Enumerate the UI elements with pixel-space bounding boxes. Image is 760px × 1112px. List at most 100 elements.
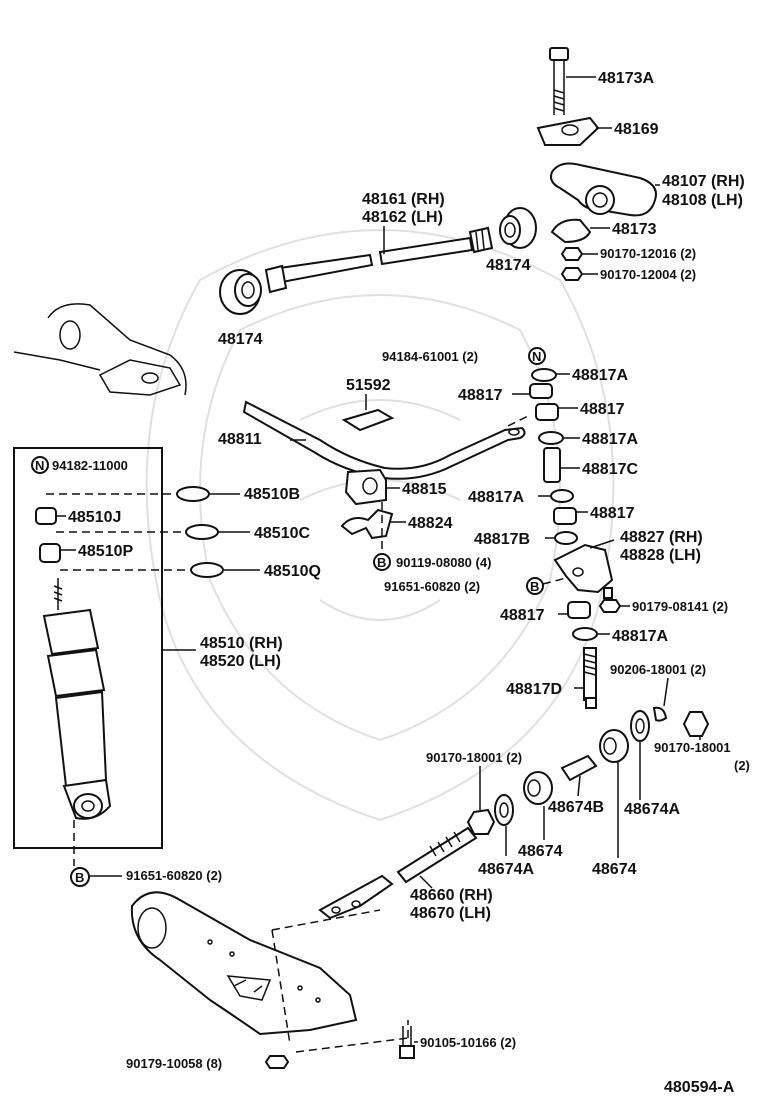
label-48173: 48173 bbox=[612, 221, 657, 238]
bushing-48817-2 bbox=[535, 403, 559, 421]
label-48510B: 48510B bbox=[244, 486, 300, 503]
label-48174-left: 48174 bbox=[218, 331, 263, 348]
watermark-emblem bbox=[145, 229, 615, 822]
bushing-48815 bbox=[344, 468, 387, 506]
cushion-48510C bbox=[185, 524, 219, 540]
label-48817B: 48817B bbox=[474, 531, 530, 548]
svg-text:N: N bbox=[35, 458, 44, 473]
bracket-48824 bbox=[340, 508, 394, 540]
bushing-48510P bbox=[39, 543, 61, 563]
retainer-48674A-left bbox=[494, 794, 514, 826]
bolt-48173 bbox=[550, 218, 592, 244]
label-48510: 48510 (RH) bbox=[200, 635, 283, 652]
label-90170-18001-left: 90170-18001 (2) bbox=[426, 750, 522, 765]
torsion-bar-48161 bbox=[264, 226, 494, 294]
label-48670: 48670 (LH) bbox=[410, 905, 491, 922]
b-mark-91651-a: B bbox=[526, 577, 544, 595]
collar-48817C bbox=[543, 447, 561, 483]
label-48817A-4: 48817A bbox=[612, 628, 668, 645]
b-mark-91651-b: B bbox=[70, 867, 90, 887]
plate-51592 bbox=[341, 408, 395, 432]
label-90170-12004: 90170-12004 (2) bbox=[600, 267, 696, 282]
washer-90206 bbox=[652, 706, 668, 722]
seal-48174-top bbox=[499, 207, 537, 249]
label-48510Q: 48510Q bbox=[264, 563, 321, 580]
label-91651-a: 91651-60820 (2) bbox=[384, 579, 480, 594]
label-48817-1: 48817 bbox=[458, 387, 503, 404]
bushing-48817-4 bbox=[567, 601, 591, 619]
label-48520: 48520 (LH) bbox=[200, 653, 281, 670]
bushing-48674-middle bbox=[523, 771, 553, 805]
frame-bracket bbox=[13, 303, 187, 396]
label-48162: 48162 (LH) bbox=[362, 209, 443, 226]
bolt-90105 bbox=[399, 1026, 415, 1059]
bushing-48674-right bbox=[599, 729, 629, 763]
bushing-48817-3 bbox=[553, 507, 577, 525]
b-mark-90119: B bbox=[373, 553, 391, 571]
bolt-48173A bbox=[549, 47, 569, 115]
label-90170-18001-right-qty: (2) bbox=[734, 758, 750, 773]
collar-48674B bbox=[560, 754, 598, 782]
svg-text:B: B bbox=[530, 579, 539, 594]
nut-90179-10058 bbox=[264, 1055, 290, 1069]
label-48827: 48827 (RH) bbox=[620, 529, 703, 546]
lower-arm bbox=[130, 891, 358, 1036]
label-48108: 48108 (LH) bbox=[662, 192, 743, 209]
label-51592: 51592 bbox=[346, 377, 391, 394]
svg-text:B: B bbox=[75, 870, 84, 885]
cushion-48817A-4 bbox=[572, 627, 598, 641]
label-48510J: 48510J bbox=[68, 509, 121, 526]
svg-text:B: B bbox=[377, 555, 386, 570]
shock-absorber-48510 bbox=[42, 578, 112, 820]
label-90170-12016: 90170-12016 (2) bbox=[600, 246, 696, 261]
label-48161: 48161 (RH) bbox=[362, 191, 445, 208]
label-48817D: 48817D bbox=[506, 681, 562, 698]
label-48674B: 48674B bbox=[548, 799, 604, 816]
n-mark-94184: N bbox=[528, 347, 546, 365]
retainer-48817B bbox=[554, 531, 578, 545]
label-48817A-2: 48817A bbox=[582, 431, 638, 448]
nut-90170-12016 bbox=[560, 247, 584, 261]
label-48173A: 48173A bbox=[598, 70, 654, 87]
bushing-48817-1 bbox=[529, 383, 553, 399]
label-48817-4: 48817 bbox=[500, 607, 545, 624]
shock-absorber-group-box bbox=[13, 447, 163, 849]
label-48510P: 48510P bbox=[78, 543, 133, 560]
label-48817C: 48817C bbox=[582, 461, 638, 478]
svg-text:N: N bbox=[532, 349, 541, 364]
label-48674A-right: 48674A bbox=[624, 801, 680, 818]
seal-48174-left bbox=[219, 269, 262, 315]
label-48817-2: 48817 bbox=[580, 401, 625, 418]
label-48660: 48660 (RH) bbox=[410, 887, 493, 904]
label-48811: 48811 bbox=[218, 431, 262, 448]
label-48824: 48824 bbox=[408, 515, 453, 532]
label-90170-18001-right: 90170-18001 bbox=[654, 740, 731, 755]
label-48674-right: 48674 bbox=[592, 861, 637, 878]
label-48674-middle: 48674 bbox=[518, 843, 563, 860]
cushion-48817A-2 bbox=[538, 431, 564, 445]
label-90179-10058: 90179-10058 (8) bbox=[126, 1056, 222, 1071]
nut-90170-18001-left bbox=[466, 808, 496, 835]
label-48815: 48815 bbox=[402, 481, 447, 498]
label-94184: 94184-61001 (2) bbox=[382, 349, 478, 364]
label-48817A-3: 48817A bbox=[468, 489, 524, 506]
anchor-arm-48107 bbox=[550, 162, 657, 217]
nut-90170-18001-right bbox=[682, 711, 710, 737]
label-94182: 94182-11000 bbox=[52, 458, 128, 473]
cushion-48510B bbox=[176, 486, 210, 502]
cushion-48510Q bbox=[190, 562, 224, 578]
retainer-48674A-right bbox=[630, 710, 650, 742]
label-48828: 48828 (LH) bbox=[620, 547, 701, 564]
nut-90179-08141 bbox=[598, 599, 622, 613]
label-90119: 90119-08080 (4) bbox=[396, 555, 491, 570]
n-mark-94182: N bbox=[31, 456, 49, 474]
label-48107: 48107 (RH) bbox=[662, 173, 745, 190]
anchor-plate-48169 bbox=[536, 116, 600, 146]
label-48174-top: 48174 bbox=[486, 257, 531, 274]
label-90206: 90206-18001 (2) bbox=[610, 662, 706, 677]
bracket-48827 bbox=[553, 543, 614, 599]
label-48817A-1: 48817A bbox=[572, 367, 628, 384]
label-48674A-left: 48674A bbox=[478, 861, 534, 878]
bolt-48817D bbox=[583, 647, 597, 709]
label-48510C: 48510C bbox=[254, 525, 310, 542]
